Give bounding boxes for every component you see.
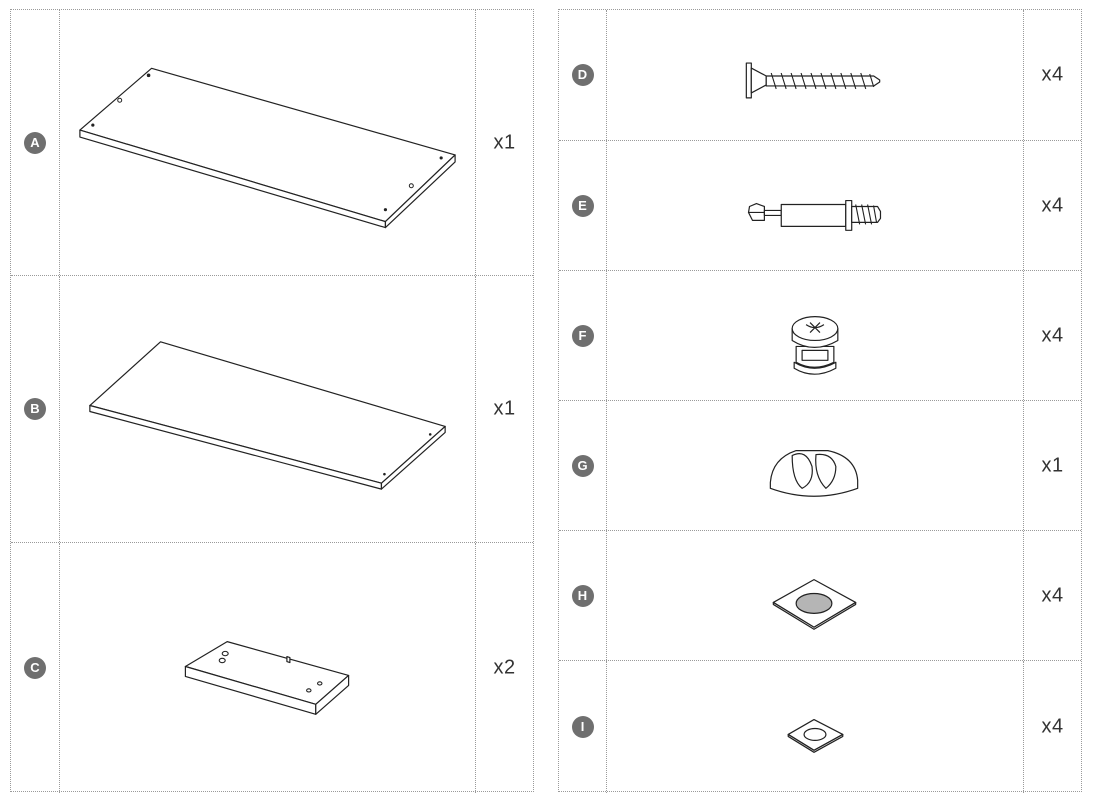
part-letter-badge: D	[571, 64, 594, 86]
part-row-d: D x4	[559, 10, 1081, 140]
part-quantity: x4	[1041, 63, 1064, 86]
part-row-g: G x1	[559, 400, 1081, 530]
part-row-b: B x1	[11, 275, 533, 542]
part-quantity: x4	[1041, 194, 1064, 216]
part-quantity: x1	[493, 397, 516, 420]
part-image-cell	[607, 271, 1023, 400]
small-block-icon	[60, 543, 475, 793]
part-letter-cell: E	[559, 141, 607, 270]
part-image-cell	[60, 10, 475, 275]
part-quantity: x1	[1041, 454, 1064, 476]
cam-lock-icon	[607, 271, 1023, 400]
part-letter-cell: I	[559, 661, 607, 793]
part-row-f: F x4	[559, 270, 1081, 400]
part-image-cell	[60, 276, 475, 542]
large-pad-icon	[607, 531, 1023, 660]
part-quantity-cell: x4	[1023, 531, 1081, 660]
part-letter-cell: D	[559, 10, 607, 140]
part-image-cell	[607, 10, 1023, 140]
part-image-cell	[607, 661, 1023, 793]
screw-icon	[607, 10, 1023, 140]
part-row-h: H x4	[559, 530, 1081, 660]
part-letter-cell: C	[11, 543, 60, 793]
part-letter-badge: F	[571, 324, 594, 347]
parts-list-right: D x4 E	[558, 9, 1082, 793]
part-letter-badge: B	[24, 398, 46, 420]
part-quantity-cell: x4	[1023, 271, 1081, 400]
part-quantity-cell: x2	[475, 543, 533, 793]
wrench-tool-icon	[607, 401, 1023, 530]
part-image-cell	[607, 531, 1023, 660]
part-quantity-cell: x1	[475, 10, 533, 275]
part-image-cell	[607, 401, 1023, 530]
part-letter-cell: F	[559, 271, 607, 400]
part-image-cell	[607, 141, 1023, 270]
part-quantity: x4	[1041, 584, 1064, 606]
part-row-e: E x4	[559, 140, 1081, 270]
part-letter-cell: G	[559, 401, 607, 530]
part-letter-badge: H	[571, 584, 594, 607]
part-quantity: x1	[493, 131, 516, 153]
large-panel-icon	[60, 10, 475, 275]
shelf-board-icon	[60, 276, 475, 542]
part-row-i: I x4	[559, 660, 1081, 793]
part-quantity-cell: x1	[1023, 401, 1081, 530]
part-letter-badge: C	[24, 657, 46, 679]
cam-bolt-icon	[607, 141, 1023, 270]
part-quantity-cell: x4	[1023, 661, 1081, 793]
part-quantity-cell: x4	[1023, 10, 1081, 140]
part-quantity: x2	[493, 656, 516, 679]
part-letter-cell: B	[11, 276, 60, 542]
part-quantity: x4	[1041, 324, 1064, 346]
part-letter-badge: E	[571, 194, 594, 217]
part-letter-badge: A	[24, 131, 46, 154]
small-pad-icon	[607, 661, 1023, 793]
part-quantity: x4	[1041, 715, 1064, 738]
part-quantity-cell: x4	[1023, 141, 1081, 270]
part-letter-badge: I	[571, 716, 594, 738]
part-row-c: C x2	[11, 542, 533, 793]
part-row-a: A x1	[11, 10, 533, 275]
part-letter-cell: H	[559, 531, 607, 660]
part-letter-cell: A	[11, 10, 60, 275]
part-letter-badge: G	[571, 454, 594, 477]
part-image-cell	[60, 543, 475, 793]
part-quantity-cell: x1	[475, 276, 533, 542]
parts-list-left: A x1	[10, 9, 534, 793]
